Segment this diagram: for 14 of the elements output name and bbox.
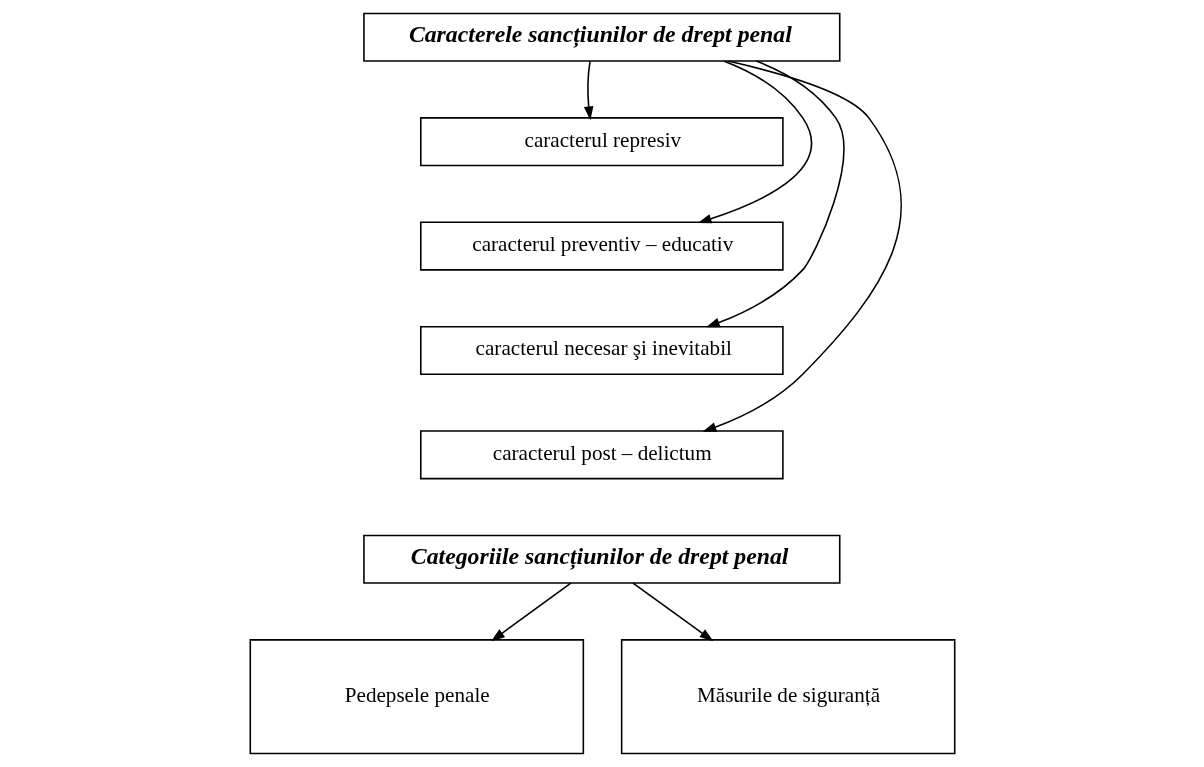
arrow [490, 582, 572, 642]
node-box: Pedepsele penale [249, 639, 584, 755]
node-box: caracterul preventiv – educativ [419, 221, 784, 271]
node-box: Caracterele sancțiunilor de drept penal [362, 12, 841, 62]
node-box: caracterul necesar şi inevitabil [419, 325, 784, 376]
node-box: caracterul represiv [419, 117, 784, 167]
arrow [705, 60, 844, 328]
arrow [631, 582, 713, 642]
node-box: Măsurile de siguranță [620, 639, 955, 755]
arrow [697, 60, 812, 224]
node-box: Categoriile sancțiunilor de drept penal [362, 534, 841, 584]
arrow [583, 60, 593, 121]
arrow [702, 60, 902, 432]
node-box: caracterul post – delictum [419, 430, 784, 480]
